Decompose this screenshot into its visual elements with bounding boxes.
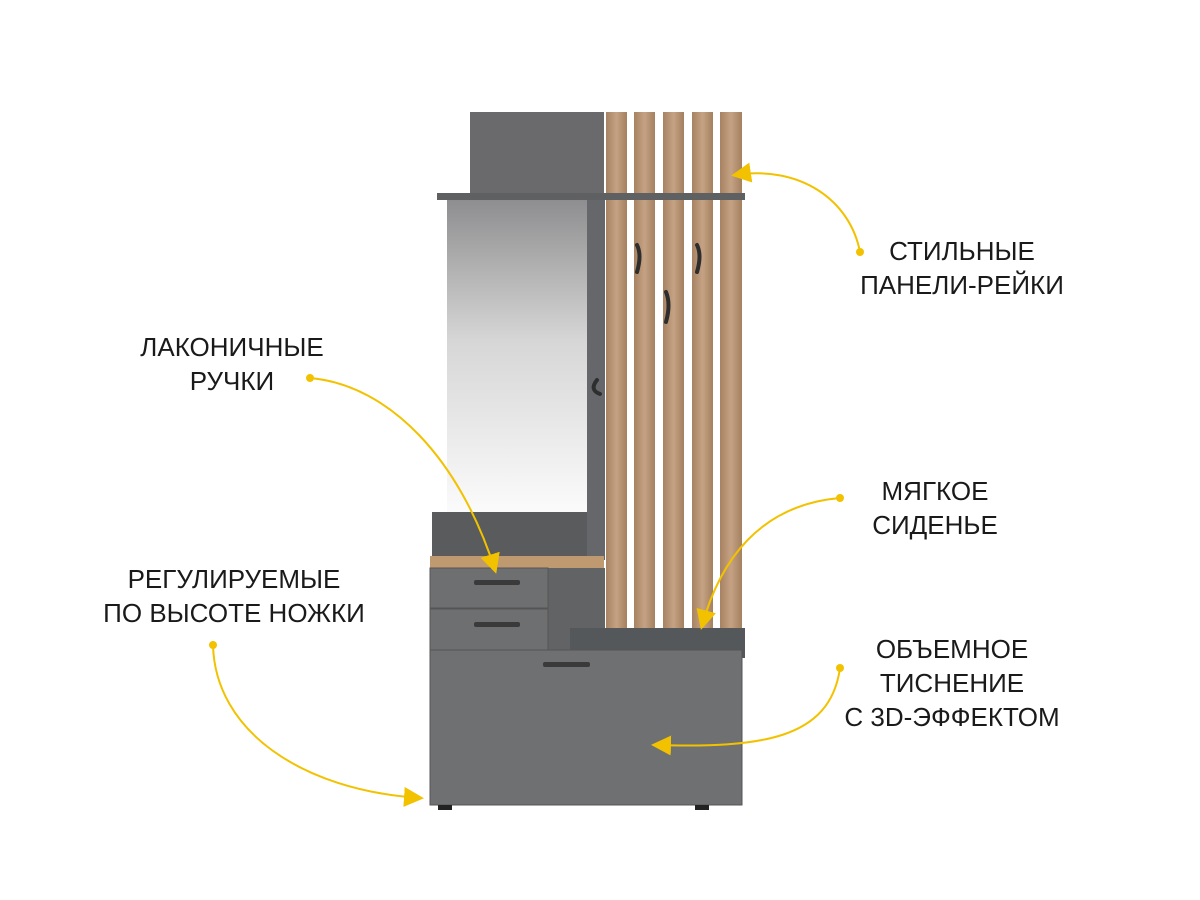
- legs: [438, 805, 709, 810]
- handles: [474, 580, 590, 667]
- drawer-2: [429, 608, 549, 651]
- callout-legs: РЕГУЛИРУЕМЫЕ ПО ВЫСОТЕ НОЖКИ: [103, 562, 365, 630]
- callout-line: ТИСНЕНИЕ: [879, 668, 1025, 698]
- callout-line: МЯГКОЕ: [881, 476, 989, 506]
- callout-panels: СТИЛЬНЫЕ ПАНЕЛИ-РЕЙКИ: [860, 234, 1064, 302]
- mirror: [447, 200, 587, 512]
- callout-line: СТИЛЬНЫЕ: [889, 236, 1035, 266]
- wood-slats: [606, 112, 742, 630]
- callout-line: ЛАКОНИЧНЫЕ: [140, 332, 324, 362]
- shelf: [437, 193, 745, 200]
- callout-line: ОБЪЕМНОЕ: [875, 634, 1029, 664]
- callout-line: ПО ВЫСОТЕ НОЖКИ: [103, 598, 365, 628]
- niche: [432, 512, 587, 557]
- drawer-1: [429, 567, 549, 609]
- callout-arrows: [212, 162, 861, 807]
- wood-top: [430, 556, 604, 568]
- callout-handles: ЛАКОНИЧНЫЕ РУЧКИ: [140, 330, 323, 398]
- top-panel: [470, 112, 604, 194]
- callout-line: РУЧКИ: [189, 366, 275, 396]
- callout-line: СИДЕНЬЕ: [872, 510, 998, 540]
- callout-embossing: ОБЪЕМНОЕ ТИСНЕНИЕ С 3D-ЭФФЕКТОМ: [844, 632, 1059, 734]
- shoe-cabinet-door: [429, 649, 743, 806]
- callout-seat: МЯГКОЕ СИДЕНЬЕ: [872, 474, 998, 542]
- callout-line: ПАНЕЛИ-РЕЙКИ: [860, 270, 1064, 300]
- coat-hooks: [591, 243, 702, 396]
- callout-dots: [209, 248, 864, 672]
- callout-line: С 3D-ЭФФЕКТОМ: [844, 702, 1060, 732]
- callout-line: РЕГУЛИРУЕМЫЕ: [127, 564, 341, 594]
